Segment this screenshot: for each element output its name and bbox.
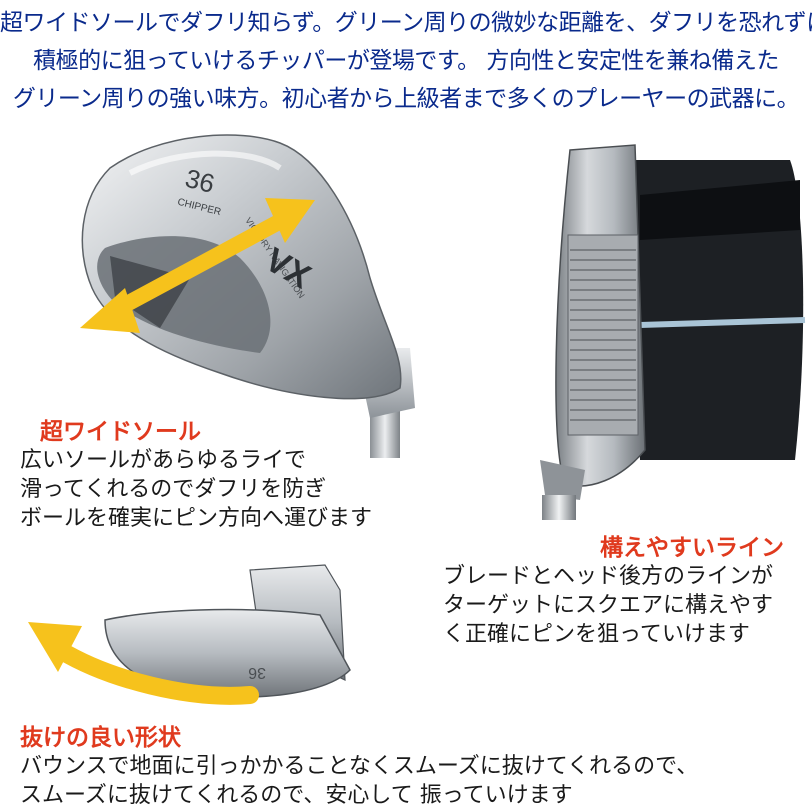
feature-shape-line-1: バウンスで地面に引っかかることなくスムーズに抜けてくれるので、 — [20, 754, 699, 779]
curve-arrow-icon — [28, 622, 259, 705]
profile-number-text: 36 — [248, 664, 266, 681]
feature-shape-title: 抜けの良い形状 — [20, 725, 181, 751]
feature-sole-line-3: ボールを確実にピン方向へ運びます — [20, 506, 373, 531]
intro-line-3: グリーン周りの強い味方。初心者から上級者まで多くのプレーヤーの武器に。 — [12, 86, 800, 112]
feature-shape-text: バウンスで地面に引っかかることなくスムーズに抜けてくれるので、 スムーズに抜けて… — [20, 752, 698, 810]
chipper-sole-photo: 36 CHIPPER VICTORY NAVIGATION VX — [80, 134, 415, 458]
club-number-text: 36 — [182, 163, 217, 199]
feature-sole-text: 広いソールがあらゆるライで 滑ってくれるのでダフリを防ぎ ボールを確実にピン方向… — [20, 446, 372, 533]
feature-line-line-1: ブレードとヘッド後方のラインが — [443, 564, 774, 589]
chipper-face-photo — [540, 144, 806, 520]
feature-line-text: ブレードとヘッド後方のラインが ターゲットにスクエアに構えやす く正確にピンを狙… — [443, 562, 773, 649]
intro-line-1: 超ワイドソールでダフリ知らず。グリーン周りの微妙な距離を、ダフリを恐れずに — [0, 10, 812, 36]
feature-line-line-2: ターゲットにスクエアに構えやす — [443, 593, 774, 618]
feature-sole-title: 超ワイドソール — [40, 419, 201, 445]
width-arrow-icon — [80, 198, 315, 333]
feature-shape-line-2: スムーズに抜けてくれるので、安心して 振っていけます — [20, 783, 573, 808]
feature-sole-line-2: 滑ってくれるのでダフリを防ぎ — [20, 477, 327, 502]
feature-line-title: 構えやすいライン — [600, 535, 784, 561]
feature-sole-line-1: 広いソールがあらゆるライで — [20, 448, 307, 473]
intro-headline: 超ワイドソールでダフリ知らず。グリーン周りの微妙な距離を、ダフリを恐れずに 積極… — [0, 4, 812, 118]
chipper-profile-photo: 36 — [28, 564, 351, 705]
intro-line-2: 積極的に狙っていけるチッパーが登場です。 方向性と安定性を兼ね備えた — [33, 48, 779, 74]
feature-line-line-3: く正確にピンを狙っていけます — [443, 622, 750, 647]
